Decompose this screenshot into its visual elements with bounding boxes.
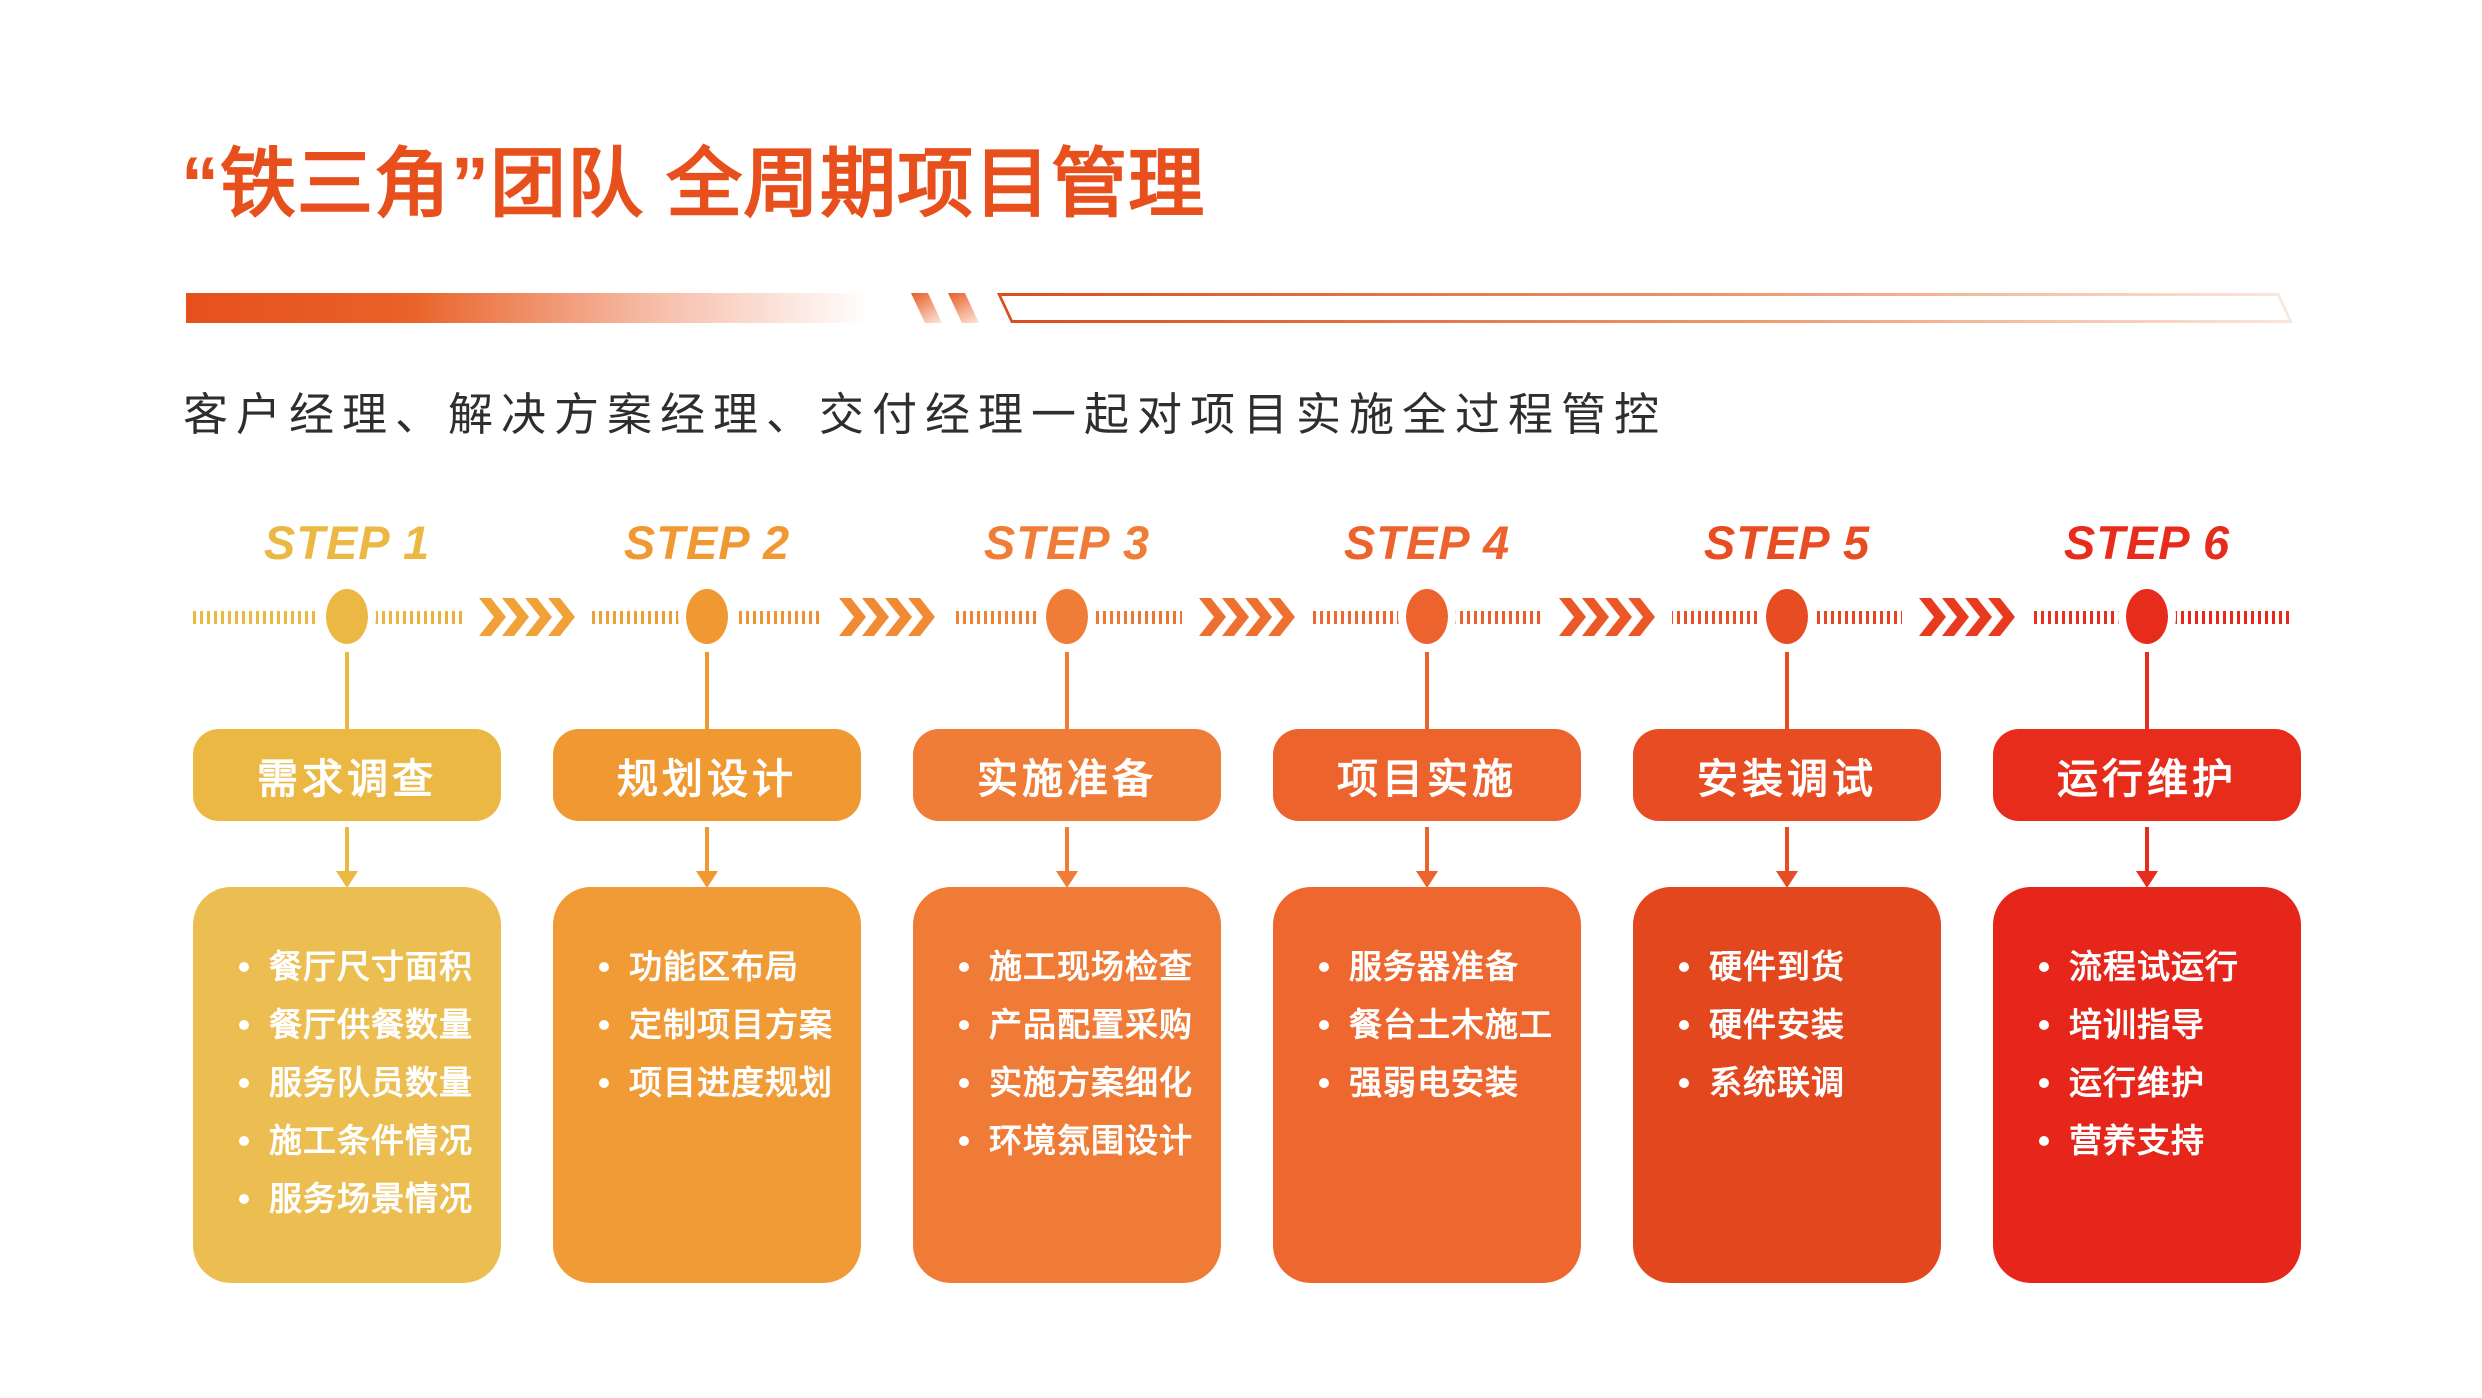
down-arrow-icon bbox=[1776, 871, 1798, 888]
phase-item-list: 流程试运行 培训指导 运行维护 营养支持 bbox=[1993, 887, 2301, 1170]
timeline-node-icon bbox=[1406, 589, 1448, 644]
divider-slash-icon bbox=[948, 293, 979, 323]
phase-title: 运行维护 bbox=[2057, 756, 2237, 802]
down-arrow-shaft bbox=[345, 827, 349, 873]
divider-slash-icon bbox=[911, 293, 942, 323]
phase-item-list: 服务器准备 餐台土木施工 强弱电安装 bbox=[1273, 887, 1581, 1112]
phase-item: 硬件到货 bbox=[1679, 938, 1925, 996]
step-column-4: STEP 4 项目实施 服务器准备 餐台土木施工 强弱电安装 bbox=[1273, 515, 1581, 1305]
down-arrow-icon bbox=[696, 871, 718, 888]
phase-item-list: 餐厅尺寸面积 餐厅供餐数量 服务队员数量 施工条件情况 服务场景情况 bbox=[193, 887, 501, 1228]
phase-item: 餐厅供餐数量 bbox=[239, 996, 485, 1054]
phase-item: 硬件安装 bbox=[1679, 996, 1925, 1054]
chevron-right-icon bbox=[462, 592, 592, 642]
phase-item: 培训指导 bbox=[2039, 996, 2285, 1054]
step-label: STEP 3 bbox=[983, 516, 1151, 569]
phase-item: 餐台土木施工 bbox=[1319, 996, 1565, 1054]
phase-pill: 安装调试 bbox=[1633, 729, 1941, 821]
step-column-1: STEP 1 需求调查 餐厅尺寸面积 餐厅供餐数量 服务队员数量 施工条件情况 … bbox=[193, 515, 501, 1305]
step-column-3: STEP 3 实施准备 施工现场检查 产品配置采购 实施方案细化 环境氛围设计 bbox=[913, 515, 1221, 1305]
chevron-right-icon bbox=[1902, 592, 2032, 642]
down-arrow-shaft bbox=[2145, 827, 2149, 873]
phase-item: 定制项目方案 bbox=[599, 996, 845, 1054]
step-label: STEP 4 bbox=[1343, 516, 1511, 569]
phase-item: 强弱电安装 bbox=[1319, 1054, 1565, 1112]
phase-item: 系统联调 bbox=[1679, 1054, 1925, 1112]
step-label: STEP 1 bbox=[263, 516, 431, 569]
phase-item: 施工条件情况 bbox=[239, 1112, 485, 1170]
phase-item: 环境氛围设计 bbox=[959, 1112, 1205, 1170]
connector-line bbox=[2145, 649, 2149, 729]
phase-item: 运行维护 bbox=[2039, 1054, 2285, 1112]
phase-item: 服务器准备 bbox=[1319, 938, 1565, 996]
down-arrow-icon bbox=[1416, 871, 1438, 888]
down-arrow-shaft bbox=[1425, 827, 1429, 873]
phase-pill: 项目实施 bbox=[1273, 729, 1581, 821]
step-label: STEP 6 bbox=[2063, 516, 2231, 569]
phase-card: 服务器准备 餐台土木施工 强弱电安装 bbox=[1273, 887, 1581, 1283]
phase-item: 餐厅尺寸面积 bbox=[239, 938, 485, 996]
phase-card: 施工现场检查 产品配置采购 实施方案细化 环境氛围设计 bbox=[913, 887, 1221, 1283]
phase-card: 硬件到货 硬件安装 系统联调 bbox=[1633, 887, 1941, 1283]
phase-item: 项目进度规划 bbox=[599, 1054, 845, 1112]
phase-card: 流程试运行 培训指导 运行维护 营养支持 bbox=[1993, 887, 2301, 1283]
connector-line bbox=[345, 649, 349, 729]
step-label: STEP 2 bbox=[623, 516, 791, 569]
timeline-node-icon bbox=[1046, 589, 1088, 644]
timeline-node-icon bbox=[686, 589, 728, 644]
down-arrow-shaft bbox=[1785, 827, 1789, 873]
divider-outline-bar bbox=[997, 293, 2293, 323]
phase-card: 功能区布局 定制项目方案 项目进度规划 bbox=[553, 887, 861, 1283]
phase-title: 需求调查 bbox=[257, 756, 437, 802]
down-arrow-shaft bbox=[1065, 827, 1069, 873]
timeline-node-icon bbox=[326, 589, 368, 644]
phase-card: 餐厅尺寸面积 餐厅供餐数量 服务队员数量 施工条件情况 服务场景情况 bbox=[193, 887, 501, 1283]
chevron-right-icon bbox=[1182, 592, 1312, 642]
phase-item-list: 硬件到货 硬件安装 系统联调 bbox=[1633, 887, 1941, 1112]
phase-item: 施工现场检查 bbox=[959, 938, 1205, 996]
down-arrow-shaft bbox=[705, 827, 709, 873]
phase-item-list: 施工现场检查 产品配置采购 实施方案细化 环境氛围设计 bbox=[913, 887, 1221, 1170]
step-column-2: STEP 2 规划设计 功能区布局 定制项目方案 项目进度规划 bbox=[553, 515, 861, 1305]
phase-title: 规划设计 bbox=[617, 756, 797, 802]
page-title: “铁三角”团队 全周期项目管理 bbox=[181, 142, 1206, 227]
connector-line bbox=[1425, 649, 1429, 729]
phase-pill: 需求调查 bbox=[193, 729, 501, 821]
timeline-node-icon bbox=[2126, 589, 2168, 644]
connector-line bbox=[1785, 649, 1789, 729]
phase-pill: 实施准备 bbox=[913, 729, 1221, 821]
phase-pill: 运行维护 bbox=[1993, 729, 2301, 821]
phase-item: 营养支持 bbox=[2039, 1112, 2285, 1170]
timeline-node-icon bbox=[1766, 589, 1808, 644]
divider-gradient-bar bbox=[186, 293, 884, 323]
phase-item: 流程试运行 bbox=[2039, 938, 2285, 996]
page-subtitle: 客户经理、解决方案经理、交付经理一起对项目实施全过程管控 bbox=[183, 389, 1668, 440]
step-column-5: STEP 5 安装调试 硬件到货 硬件安装 系统联调 bbox=[1633, 515, 1941, 1305]
step-label: STEP 5 bbox=[1703, 516, 1871, 569]
phase-title: 实施准备 bbox=[977, 756, 1157, 802]
phase-item: 产品配置采购 bbox=[959, 996, 1205, 1054]
phase-item: 功能区布局 bbox=[599, 938, 845, 996]
phase-title: 安装调试 bbox=[1697, 756, 1877, 802]
down-arrow-icon bbox=[336, 871, 358, 888]
connector-line bbox=[1065, 649, 1069, 729]
chevron-right-icon bbox=[822, 592, 952, 642]
phase-item: 服务场景情况 bbox=[239, 1170, 485, 1228]
phase-item-list: 功能区布局 定制项目方案 项目进度规划 bbox=[553, 887, 861, 1112]
connector-line bbox=[705, 649, 709, 729]
chevron-right-icon bbox=[1542, 592, 1672, 642]
phase-pill: 规划设计 bbox=[553, 729, 861, 821]
step-column-6: STEP 6 运行维护 流程试运行 培训指导 运行维护 营养支持 bbox=[1993, 515, 2301, 1305]
phase-item: 服务队员数量 bbox=[239, 1054, 485, 1112]
phase-title: 项目实施 bbox=[1337, 756, 1517, 802]
phase-item: 实施方案细化 bbox=[959, 1054, 1205, 1112]
down-arrow-icon bbox=[1056, 871, 1078, 888]
down-arrow-icon bbox=[2136, 871, 2158, 888]
